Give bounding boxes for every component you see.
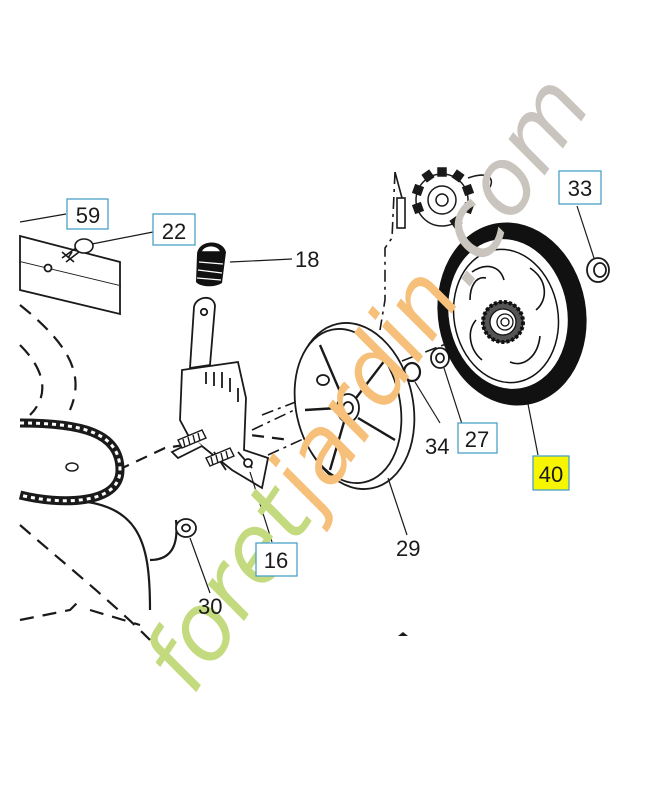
pin: [394, 171, 406, 229]
callout-34-text: 34: [425, 434, 449, 459]
grip-18: [196, 242, 226, 287]
washer-27: [430, 347, 450, 369]
wheel-plate-29: [293, 322, 416, 490]
height-bar: [19, 234, 121, 316]
callout-22-text: 22: [162, 219, 186, 244]
callout-59-text: 59: [76, 203, 100, 228]
leader-lines: [19, 205, 595, 594]
callout-59: 59: [66, 198, 109, 230]
callout-18-text: 18: [295, 247, 319, 272]
drive-belt: [18, 418, 125, 506]
callout-22: 22: [152, 213, 196, 246]
drive-gear: [411, 167, 493, 229]
callout-18: 18: [295, 247, 319, 272]
cap-33: [586, 257, 610, 283]
callout-16-text: 16: [264, 548, 288, 573]
wheel-40: [437, 222, 587, 406]
bolt-22: [61, 238, 94, 263]
callout-33-text: 33: [568, 176, 592, 201]
small-mark: [398, 632, 408, 636]
callout-27: 27: [457, 422, 498, 454]
callout-40: 40: [532, 455, 570, 491]
callout-34: 34: [425, 434, 449, 459]
adjuster-bracket-16: [170, 296, 270, 490]
callout-29-text: 29: [396, 536, 420, 561]
callout-27-text: 27: [465, 427, 489, 452]
nut-30: [175, 518, 197, 538]
callout-30: 30: [198, 594, 222, 619]
callout-33: 33: [558, 170, 602, 205]
wheel-sprocket: [481, 300, 525, 344]
callout-30-text: 30: [198, 594, 222, 619]
circlip-34: [402, 361, 422, 383]
callout-16: 16: [255, 542, 298, 577]
callout-29: 29: [396, 536, 420, 561]
callout-40-text: 40: [539, 462, 563, 487]
